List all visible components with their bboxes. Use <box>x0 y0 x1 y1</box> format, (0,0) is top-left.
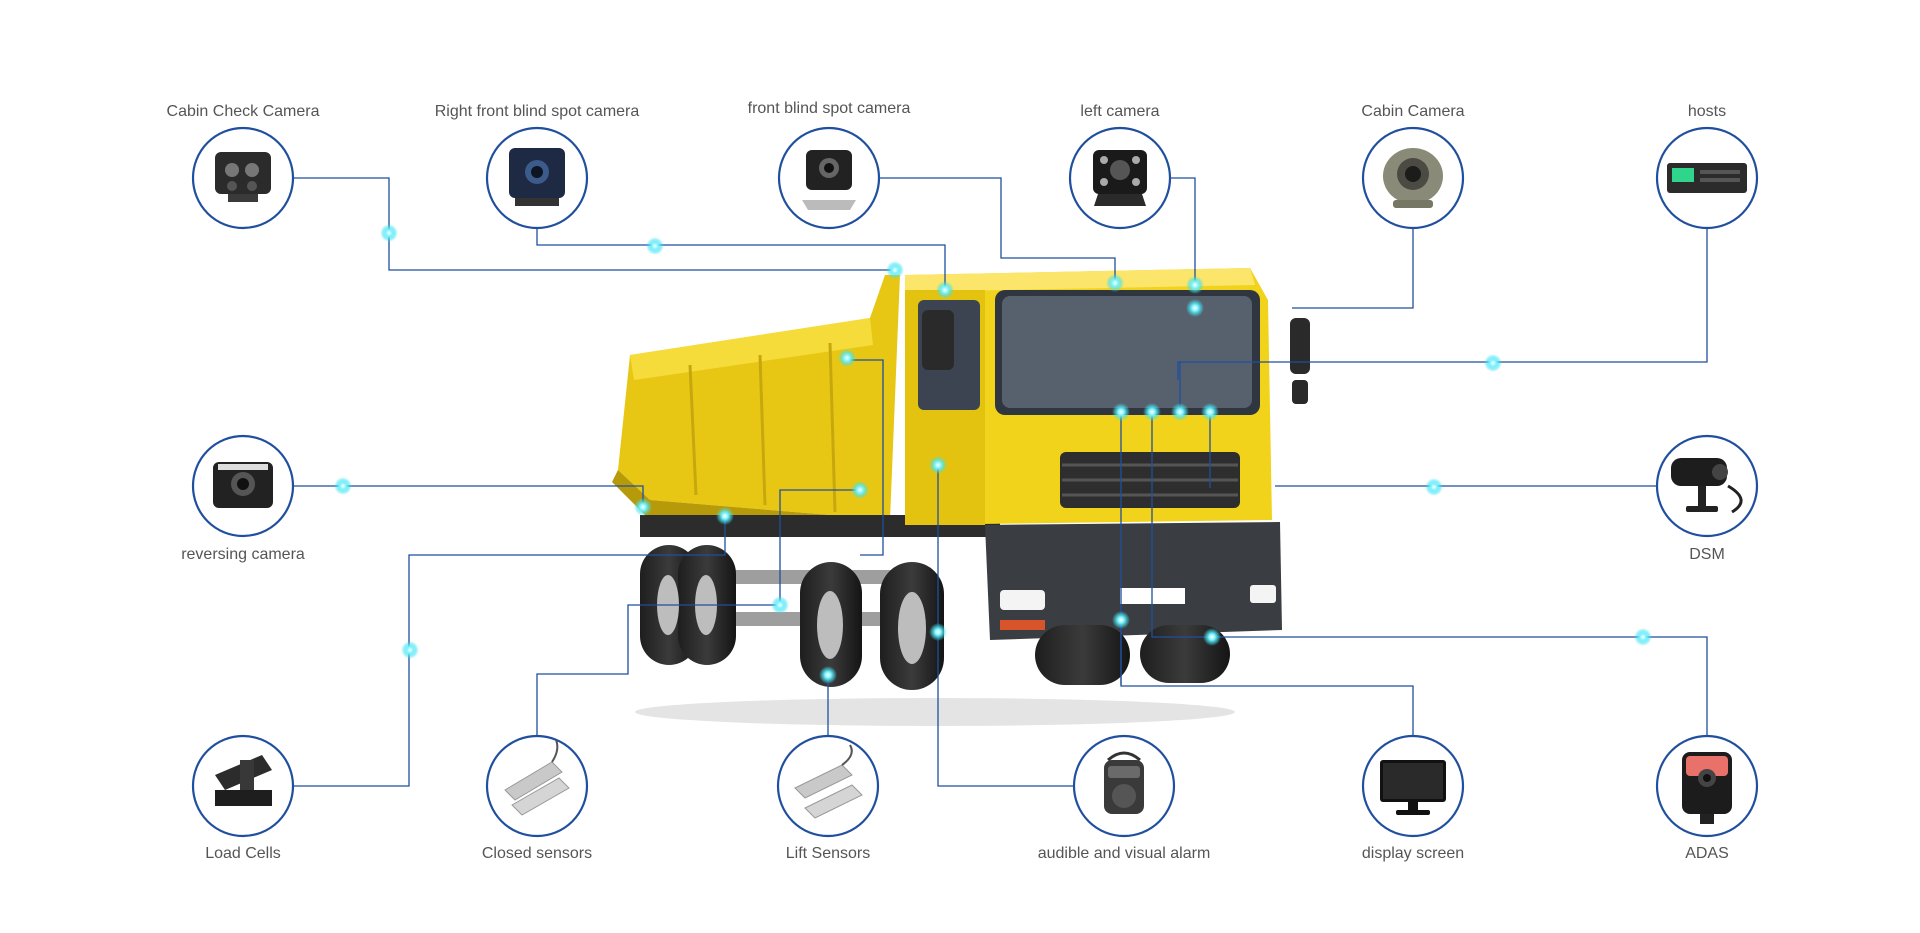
device-cabin-camera: Cabin Camera <box>1361 103 1465 230</box>
adas-camera-icon <box>1682 752 1732 824</box>
device-right-front-blind-spot-camera: Right front blind spot camera <box>435 103 640 230</box>
wire-harness-rear <box>847 359 884 556</box>
device-cabin-check-camera: Cabin Check Camera <box>167 103 320 230</box>
device-adas: ADAS <box>1655 734 1759 862</box>
magnetic-sensor-icon <box>794 744 863 819</box>
device-label: ADAS <box>1685 845 1729 862</box>
reversing-camera-icon <box>213 462 273 508</box>
device-audible-and-visual-alarm: audible and visual alarm <box>1038 734 1211 862</box>
connection-nodes <box>334 224 1652 684</box>
dome-camera-icon <box>1383 148 1443 208</box>
monitor-icon <box>1380 760 1446 815</box>
wire-harness-center <box>1151 412 1212 638</box>
mini-camera-icon <box>802 150 856 210</box>
device-left-camera: left camera <box>1068 103 1172 230</box>
wire-audible-and-visual-alarm <box>937 465 1074 787</box>
wire-cabin-camera <box>1292 225 1414 309</box>
device-lift-sensors: Lift Sensors <box>776 734 880 862</box>
mdvr-host-icon <box>1667 163 1747 193</box>
device-label: audible and visual alarm <box>1038 845 1211 862</box>
device-label: DSM <box>1689 546 1725 563</box>
wire-load-cells <box>293 516 726 787</box>
wire-adas <box>1212 636 1708 739</box>
device-dsm: DSM <box>1655 434 1759 563</box>
dsm-camera-icon <box>1671 458 1743 514</box>
device-display-screen: display screen <box>1362 734 1464 862</box>
device-label: hosts <box>1688 103 1726 120</box>
device-label: reversing camera <box>181 546 305 563</box>
wire-left-camera <box>1170 177 1196 285</box>
device-hosts: hosts <box>1655 103 1759 230</box>
wire-hosts <box>1177 225 1708 380</box>
device-label: display screen <box>1362 845 1464 862</box>
wire-right-front-blind-spot-camera <box>536 225 946 290</box>
square-camera-icon <box>509 148 565 206</box>
dump-truck <box>612 268 1310 726</box>
device-label: Right front blind spot camera <box>435 103 640 120</box>
load-cell-icon <box>215 755 272 806</box>
ir-camera-icon <box>1093 150 1147 206</box>
device-label: Lift Sensors <box>786 845 870 862</box>
bullet-camera-icon <box>215 152 271 202</box>
device-label: Load Cells <box>205 845 281 862</box>
device-load-cells: Load Cells <box>191 734 295 862</box>
magnetic-sensor-icon <box>504 739 570 816</box>
wire-closed-sensors <box>536 604 780 739</box>
device-closed-sensors: Closed sensors <box>482 734 592 862</box>
device-label: Cabin Check Camera <box>167 103 320 120</box>
device-label: Closed sensors <box>482 845 592 862</box>
device-reversing-camera: reversing camera <box>181 434 305 563</box>
wire-front-blind-spot-camera <box>879 177 1116 283</box>
device-front-blind-spot-camera: front blind spot camera <box>748 100 911 230</box>
device-label: left camera <box>1080 103 1159 120</box>
alarm-speaker-icon <box>1104 751 1144 814</box>
device-label: Cabin Camera <box>1361 103 1464 120</box>
device-label: front blind spot camera <box>748 100 911 117</box>
wire-harness-axle <box>779 489 860 605</box>
